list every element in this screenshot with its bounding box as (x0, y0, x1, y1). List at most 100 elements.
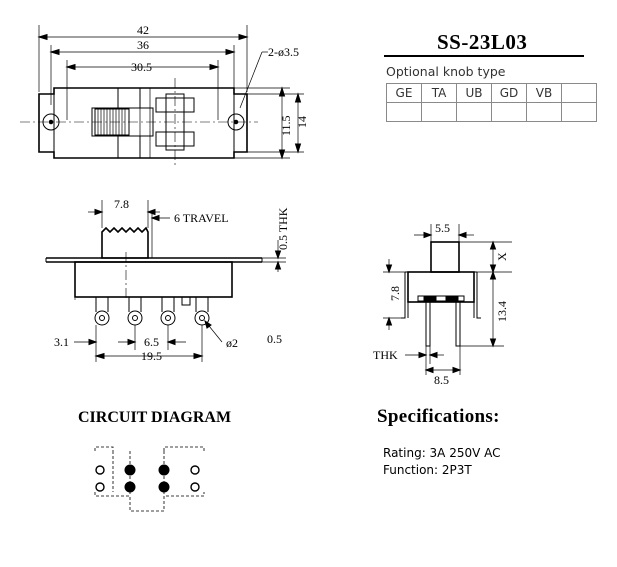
knob-sample-cell (561, 102, 597, 122)
dim-42: 42 (137, 23, 149, 37)
arrow (204, 319, 212, 329)
dim-3-1: 3.1 (54, 335, 69, 349)
frame-leg (476, 272, 481, 319)
dim-19-5: 19.5 (141, 349, 162, 363)
dim-5-5: 5.5 (435, 221, 450, 235)
dim-7-8: 7.8 (114, 197, 129, 211)
arrow (385, 264, 393, 274)
knob-caption: Optional knob type (386, 64, 506, 79)
side-view: 7.8 6 TRAVEL 0.5 THK (45, 197, 290, 363)
pin-hole (99, 315, 105, 321)
dim-11-5: 11.5 (279, 115, 293, 136)
arrow (65, 63, 76, 71)
thk-label: 0.5 THK (276, 207, 290, 250)
knob-stem (430, 241, 460, 273)
model-number: SS-23L03 (437, 30, 528, 54)
contact-open (190, 465, 200, 475)
knob-type-cell (561, 83, 597, 103)
spec-function: Function: 2P3T (383, 463, 472, 477)
base-plate (417, 295, 465, 302)
arrow (294, 92, 302, 103)
pin (128, 297, 142, 312)
slider-guide (155, 131, 195, 147)
arrow (127, 338, 137, 346)
travel-label: 6 TRAVEL (174, 211, 229, 225)
pin (95, 297, 109, 312)
pin-tip (127, 310, 143, 326)
dim-36: 36 (137, 38, 149, 52)
contact-closed (158, 464, 170, 476)
arrow (238, 33, 249, 41)
contact-closed (158, 481, 170, 493)
slider-guide (165, 93, 185, 151)
knob-type-row: GE TA UB GD VB (386, 83, 597, 103)
knob-sample-cell (491, 102, 527, 122)
pin-hole (165, 315, 171, 321)
arrow (489, 240, 497, 250)
knob-type-cell: GE (386, 83, 422, 103)
arrow (489, 264, 497, 274)
contact-slot (117, 135, 141, 159)
arrow (94, 352, 105, 360)
end-view: 5.5 X 13.4 7.8 (373, 221, 512, 387)
circuit-diagram (94, 446, 205, 512)
dim-14: 14 (295, 116, 309, 128)
contact-closed (124, 481, 136, 493)
arrow (423, 231, 433, 239)
arrow (452, 366, 462, 374)
knob-sample-cell (386, 102, 422, 122)
knob-sample-cell (456, 102, 492, 122)
dim-pin: ø2 (226, 336, 238, 350)
knob-sample-cell (421, 102, 457, 122)
knob-type-cell: TA (421, 83, 457, 103)
contact-open (95, 482, 105, 492)
arrow (209, 63, 220, 71)
dim-holes: 2-ø3.5 (268, 45, 299, 59)
knob-ribs (97, 109, 126, 135)
arrow (274, 260, 282, 270)
circuit-dash (163, 446, 205, 451)
pin-hole (132, 315, 138, 321)
switch-frame (38, 87, 248, 159)
switch-body (74, 261, 233, 298)
arrow (489, 270, 497, 280)
arrow (278, 149, 286, 160)
pin-tip (160, 310, 176, 326)
thk-label-end: THK (373, 348, 398, 362)
knob-sample-row (386, 102, 597, 122)
specifications-title: Specifications: (377, 406, 500, 427)
serrated-knob (101, 226, 149, 259)
pin (161, 297, 175, 312)
dim-6-5: 6.5 (144, 335, 159, 349)
ribbed-knob (94, 108, 130, 136)
arrow (428, 351, 438, 359)
arrow (150, 214, 160, 222)
contact-slot (117, 87, 141, 109)
arrow (385, 316, 393, 326)
terminal (455, 302, 461, 347)
arrow (193, 352, 204, 360)
contact (423, 295, 437, 301)
arrow (424, 366, 434, 374)
arrow (457, 231, 467, 239)
dim-x: X (495, 252, 509, 261)
circuit-dash (94, 446, 114, 451)
arrow (418, 351, 428, 359)
pin (195, 297, 209, 312)
knob-type-cell: UB (456, 83, 492, 103)
frame-leg (401, 272, 406, 319)
arrow (88, 338, 98, 346)
contact (445, 295, 459, 301)
dim-13-4: 13.4 (495, 301, 509, 322)
knob-type-cell: GD (491, 83, 527, 103)
circuit-diagram-title: CIRCUIT DIAGRAM (78, 409, 232, 426)
contact-closed (124, 464, 136, 476)
terminal (425, 302, 431, 347)
arrow (94, 208, 104, 216)
model-underline (384, 55, 584, 57)
arrow (166, 338, 176, 346)
arrow (274, 250, 282, 260)
slider-guide (155, 97, 195, 113)
hole-leader (239, 51, 263, 109)
